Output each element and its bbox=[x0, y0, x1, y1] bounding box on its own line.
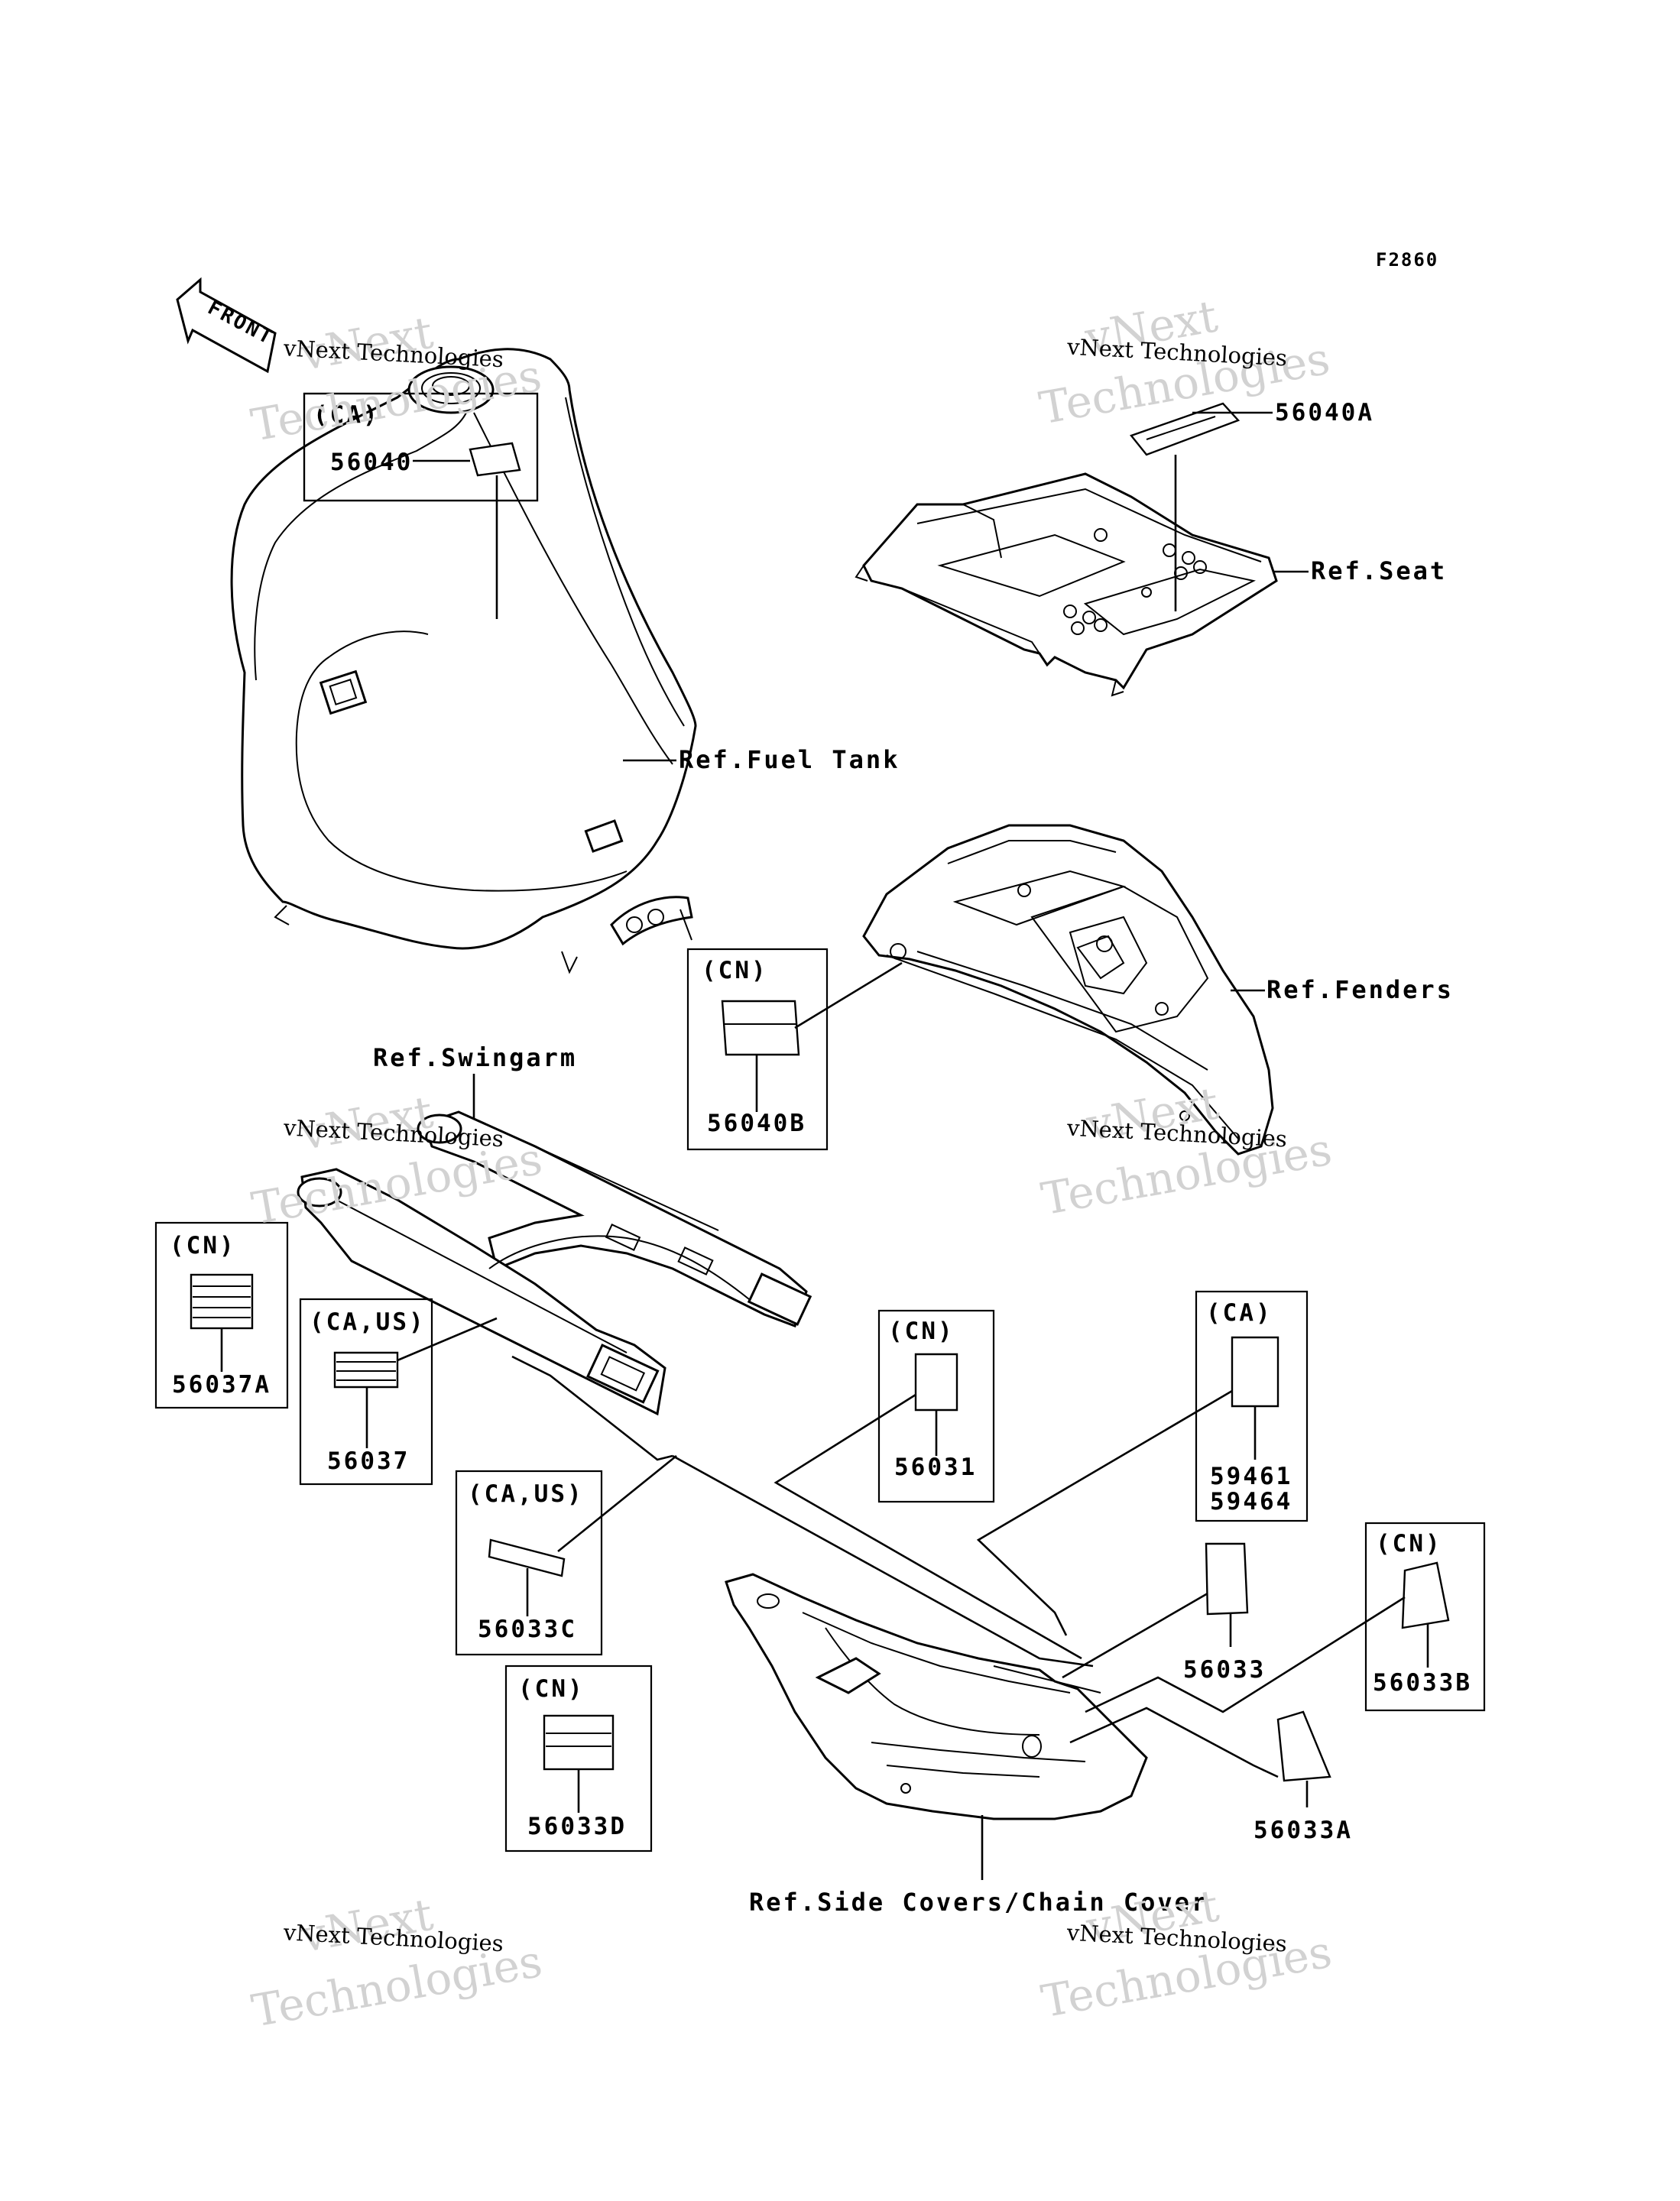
seat-pan-drawing bbox=[855, 472, 1278, 697]
part-number: 56031 bbox=[894, 1454, 977, 1481]
part-number: 56033B bbox=[1373, 1669, 1472, 1697]
callout-56040: (CA) 56040 bbox=[303, 392, 539, 619]
region-code: (CA,US) bbox=[468, 1480, 584, 1508]
fuel-tank-drawing bbox=[230, 348, 697, 974]
front-arrow-icon: FRONT bbox=[176, 277, 277, 374]
part-number: 56037A bbox=[172, 1371, 271, 1399]
part-number: 56040B bbox=[707, 1110, 806, 1137]
ref-fenders: Ref.Fenders bbox=[1266, 975, 1454, 1004]
part-number: 56040 bbox=[330, 449, 413, 476]
callout-56037a: (CN) 56037A bbox=[154, 1221, 289, 1409]
region-code: (CN) bbox=[518, 1675, 585, 1703]
callout-56033c: (CA,US) 56033C bbox=[455, 1470, 603, 1656]
part-number: 56033C bbox=[478, 1616, 577, 1643]
callout-56040b: (CN) 56040B bbox=[686, 948, 903, 1151]
callout-56040a: 56040A bbox=[1130, 399, 1374, 611]
ref-swingarm: Ref.Swingarm bbox=[373, 1043, 577, 1072]
region-code: (CN) bbox=[888, 1318, 955, 1345]
region-code: (CN) bbox=[1376, 1530, 1442, 1558]
swingarm-drawing bbox=[297, 1110, 812, 1416]
callout-56037: (CA,US) 56037 bbox=[299, 1298, 498, 1486]
rear-fender-drawing bbox=[862, 824, 1274, 1156]
callout-56033a: 56033A bbox=[1254, 1710, 1353, 1844]
part-number: 56040A bbox=[1275, 399, 1374, 426]
region-code: (CA) bbox=[313, 401, 380, 429]
part-number: 56033 bbox=[1183, 1656, 1266, 1684]
callout-56033: 56033 bbox=[1183, 1542, 1266, 1684]
ref-seat: Ref.Seat bbox=[1311, 556, 1447, 585]
ref-fuel-tank: Ref.Fuel Tank bbox=[679, 745, 900, 774]
region-code: (CA,US) bbox=[310, 1308, 426, 1336]
ref-side-covers: Ref.Side Covers/Chain Cover bbox=[749, 1888, 1208, 1917]
part-number: 56033A bbox=[1254, 1817, 1353, 1844]
side-cover-drawing bbox=[725, 1573, 1148, 1820]
part-number-2: 59464 bbox=[1210, 1488, 1292, 1515]
region-code: (CA) bbox=[1206, 1299, 1273, 1327]
part-number: 59461 bbox=[1210, 1463, 1292, 1490]
region-code: (CN) bbox=[170, 1232, 236, 1259]
part-number: 56037 bbox=[327, 1447, 410, 1475]
region-code: (CN) bbox=[702, 957, 768, 984]
callout-59461-59464: (CA) 59461 59464 bbox=[1195, 1290, 1309, 1522]
figure-code: F2860 bbox=[1376, 249, 1438, 271]
callout-56033b: (CN) 56033B bbox=[1364, 1522, 1486, 1712]
callout-56033d: (CN) 56033D bbox=[504, 1665, 653, 1853]
part-number: 56033D bbox=[527, 1813, 627, 1840]
callout-56031: (CN) 56031 bbox=[877, 1309, 995, 1503]
